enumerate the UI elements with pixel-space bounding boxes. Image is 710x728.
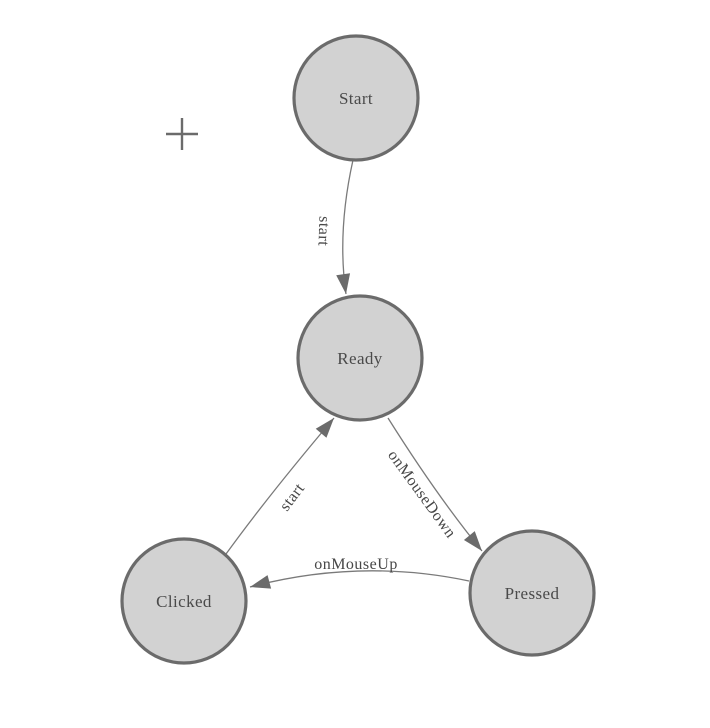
transition-clicked-to-ready[interactable]: [225, 417, 335, 555]
transition-ready-to-pressed[interactable]: [387, 417, 483, 552]
state-label-pressed: Pressed: [505, 584, 560, 603]
transition-label-start-to-ready: start: [314, 216, 332, 247]
crosshair-cursor-icon: [166, 118, 198, 150]
state-label-ready: Ready: [337, 349, 383, 368]
state-label-clicked: Clicked: [156, 592, 212, 611]
transition-label-pressed-to-clicked: onMouseUp: [314, 556, 398, 573]
state-node-start[interactable]: Start: [292, 34, 420, 162]
state-node-pressed[interactable]: Pressed: [468, 529, 596, 657]
state-label-start: Start: [339, 89, 373, 108]
transition-start-to-ready[interactable]: [336, 159, 354, 295]
state-node-ready[interactable]: Ready: [296, 294, 424, 422]
transition-label-ready-to-pressed: onMouseDown: [384, 447, 459, 541]
state-node-clicked[interactable]: Clicked: [120, 537, 248, 665]
transition-label-clicked-to-ready: start: [277, 480, 309, 514]
transition-pressed-to-clicked[interactable]: [249, 570, 470, 589]
